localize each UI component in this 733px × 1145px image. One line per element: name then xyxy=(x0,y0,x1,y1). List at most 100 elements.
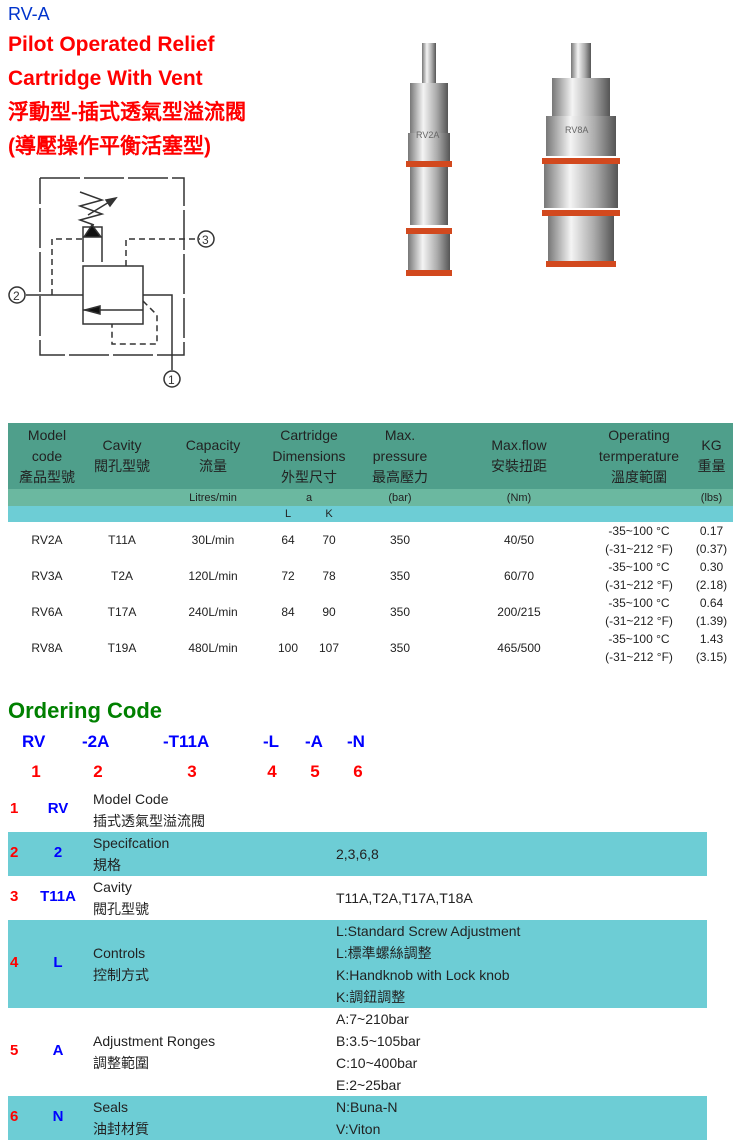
desc-line: Seals xyxy=(93,1099,129,1115)
header-torque: Max.flow 安裝扭距 xyxy=(450,423,588,489)
row-number: 4 xyxy=(10,954,19,971)
cell-cavity: T2A xyxy=(110,569,133,583)
unit: (bar) xyxy=(350,489,450,506)
product-photos: RV2A RV8A xyxy=(406,43,620,276)
lbs: (0.37) xyxy=(695,542,728,556)
hydraulic-schematic: 2 3 1 xyxy=(8,177,215,388)
cell-model: RV3A xyxy=(31,569,63,583)
cell-K: 107 xyxy=(318,641,340,655)
cell-cavity: T11A xyxy=(108,533,136,547)
product-label-rv2a: RV2A xyxy=(416,130,439,140)
value-line: 2,3,6,8 xyxy=(336,846,379,862)
h: Dimensions xyxy=(272,447,346,464)
desc-line: 閥孔型號 xyxy=(93,901,149,917)
code-segment: -A xyxy=(305,732,323,751)
kg: 1.43 xyxy=(699,632,724,646)
cell-weight: 0.64(1.39) xyxy=(690,594,733,630)
row-code: A xyxy=(52,1042,64,1059)
port-2-label: 2 xyxy=(13,289,20,303)
row-number: 5 xyxy=(10,1042,19,1059)
cell-K: 90 xyxy=(322,605,336,619)
cell-L: 64 xyxy=(281,533,295,547)
cell-capacity: 240L/min xyxy=(188,605,238,619)
h: Max.flow xyxy=(491,437,547,453)
model-label: RV-A xyxy=(8,4,50,24)
dim-k: K xyxy=(308,506,350,522)
dim-l: L xyxy=(268,506,308,522)
temp-c: -35~100 °C xyxy=(608,524,670,538)
code-position-number: 5 xyxy=(310,762,320,781)
value-line: T11A,T2A,T17A,T18A xyxy=(336,890,473,906)
cell-model: RV6A xyxy=(31,605,63,619)
h: Operating xyxy=(608,426,670,443)
h: Cartridge xyxy=(280,426,338,443)
value-line: K:調鈕調整 xyxy=(336,989,406,1005)
h: Model xyxy=(27,426,67,443)
desc-line: Specifcation xyxy=(93,835,170,851)
desc-line: Controls xyxy=(93,945,146,961)
code-segment: -2A xyxy=(82,732,110,751)
cell-K: 70 xyxy=(322,533,336,547)
cell-cavity: T19A xyxy=(107,641,137,655)
value-line: B:3.5~105bar xyxy=(336,1033,421,1049)
cell-K: 78 xyxy=(322,569,336,583)
port-1-label: 1 xyxy=(168,373,175,387)
code-position-number: 4 xyxy=(267,762,277,781)
code-segment: RV xyxy=(22,732,46,751)
h: 最高壓力 xyxy=(372,468,428,485)
cell-temp: -35~100 °C(-31~212 °F) xyxy=(588,558,690,594)
value-line: K:Handknob with Lock knob xyxy=(336,967,510,983)
title-en-1: Pilot Operated Relief xyxy=(8,33,215,56)
unit: Litres/min xyxy=(158,489,268,506)
h: 產品型號 xyxy=(19,468,75,485)
value-line: E:2~25bar xyxy=(336,1077,401,1093)
cell-weight: 0.17(0.37) xyxy=(690,522,733,558)
port-3-label: 3 xyxy=(202,233,209,247)
row-values: T11A,T2A,T17A,T18A xyxy=(336,887,473,909)
value-line: A:7~210bar xyxy=(336,1011,409,1027)
temp-f: (-31~212 °F) xyxy=(605,614,673,628)
unit: (lbs) xyxy=(690,489,733,506)
desc-line: 控制方式 xyxy=(93,967,149,983)
cell-model: RV8A xyxy=(31,641,63,655)
desc-line: Model Code xyxy=(93,791,169,807)
cell-L: 84 xyxy=(281,605,295,619)
code-position-number: 2 xyxy=(93,762,103,781)
code-segment: -T11A xyxy=(163,732,210,751)
temp-f: (-31~212 °F) xyxy=(605,542,673,556)
h: 安裝扭距 xyxy=(491,458,547,474)
temp-c: -35~100 °C xyxy=(608,632,670,646)
value-line: L:Standard Screw Adjustment xyxy=(336,923,521,939)
cell-pressure: 350 xyxy=(389,569,411,583)
lbs: (2.18) xyxy=(695,578,728,592)
row-number: 1 xyxy=(10,800,19,817)
row-number: 2 xyxy=(10,844,19,861)
cell-capacity: 30L/min xyxy=(191,533,235,547)
spec-units-row: Litres/min a (bar) (Nm) (lbs) xyxy=(8,489,733,506)
code-position-number: 1 xyxy=(31,762,41,781)
desc-line: 油封材質 xyxy=(93,1121,149,1137)
cell-capacity: 480L/min xyxy=(188,641,238,655)
code-segment: -L xyxy=(263,732,280,751)
temp-c: -35~100 °C xyxy=(608,560,670,574)
cell-temp: -35~100 °C(-31~212 °F) xyxy=(588,630,690,666)
code-position-number: 6 xyxy=(353,762,363,781)
